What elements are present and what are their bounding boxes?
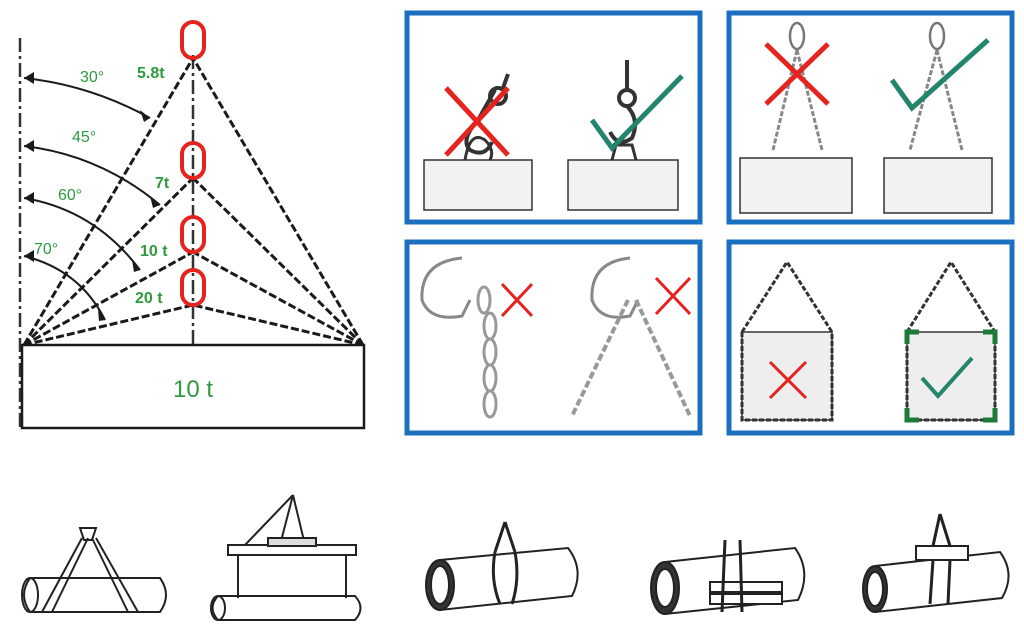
load-block [20, 343, 366, 430]
method-two-leg-around-pipe [21, 527, 167, 613]
load-box-wrong [739, 157, 853, 214]
check-icon [920, 356, 974, 400]
capacity-label-7t: 7t [155, 175, 170, 192]
load-box-right [567, 159, 679, 211]
arc-arrowheads [24, 72, 160, 321]
method-basket-hitch [650, 539, 806, 616]
capacity-label-20t: 20 t [135, 290, 163, 307]
panel-chain-angle [726, 10, 1015, 225]
hook-icon [420, 256, 472, 319]
chain-double [570, 299, 692, 417]
chain-wrap-right [905, 259, 997, 422]
load-weight-label: 10 t [173, 376, 213, 403]
method-choke-hitch [425, 521, 579, 612]
load-box-right [906, 331, 996, 421]
panel-corner-protection [726, 239, 1015, 436]
check-icon [889, 38, 990, 112]
angle-label-30: 30° [80, 69, 104, 86]
load-box-wrong [741, 331, 833, 421]
angle-capacity-diagram: 30° 45° 60° 70° 5.8t 7t 10 t 20 t 10 t [18, 20, 366, 430]
method-single-block [862, 513, 1010, 614]
panel-hook-in-chain [404, 239, 703, 436]
ring-70deg [180, 268, 206, 307]
sling-legs [22, 57, 365, 347]
angle-arcs [23, 77, 161, 321]
cross-icon [768, 360, 808, 400]
hook-icon [590, 256, 640, 319]
ring-45deg [180, 141, 206, 180]
master-rings [180, 20, 206, 307]
cross-icon [764, 42, 830, 106]
ring-60deg [180, 215, 206, 254]
cross-icon [500, 282, 534, 318]
cross-icon [654, 276, 692, 316]
capacity-label-10t: 10 t [140, 243, 168, 260]
hook-icon [608, 60, 638, 144]
capacity-label-5-8t: 5.8t [137, 65, 165, 82]
angle-label-60: 60° [58, 187, 82, 204]
chain-wrap-wrong [740, 259, 834, 422]
cross-icon [444, 86, 510, 157]
chain-single [476, 285, 498, 419]
method-spreader-beam [210, 494, 362, 621]
panel-hook-on-load [404, 10, 703, 225]
angle-label-45: 45° [72, 129, 96, 146]
load-box-right [883, 157, 993, 214]
check-icon [589, 74, 684, 152]
angle-label-70: 70° [34, 241, 58, 258]
corner-protectors [904, 329, 998, 423]
load-box-wrong [423, 159, 533, 211]
ring-30deg [180, 20, 206, 60]
